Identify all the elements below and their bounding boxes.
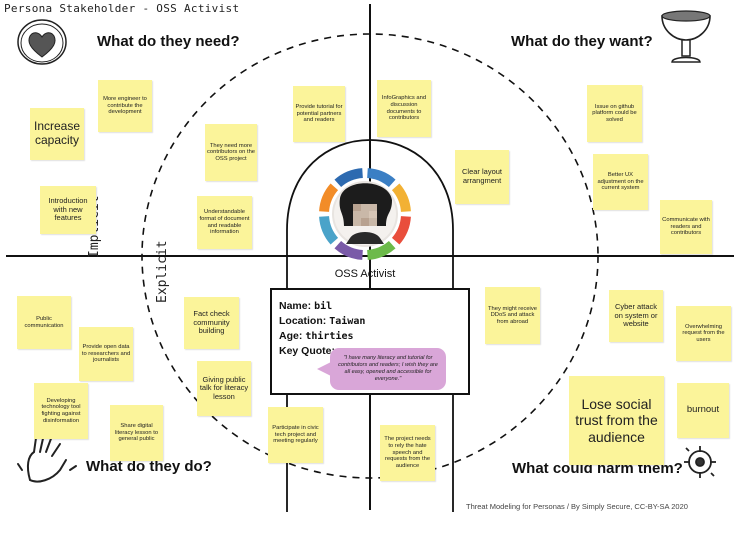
quadrant-title-need: What do they need? [97, 33, 240, 50]
hand-icon [17, 433, 77, 483]
explicit-arch [286, 139, 454, 512]
sticky-note: They need more contributors on the OSS p… [205, 124, 257, 181]
sticky-note: Communicate with readers and contributor… [660, 200, 712, 254]
sticky-note: Fact check community building [184, 297, 239, 349]
ring-segment [334, 168, 363, 188]
quadrant-title-want: What do they want? [511, 33, 653, 50]
sticky-note: InfoGraphics and discussion documents to… [377, 80, 431, 137]
name-label: Name: [279, 300, 312, 312]
persona-role: OSS Activist [334, 268, 396, 280]
page-title: Persona Stakeholder - OSS Activist [4, 2, 240, 15]
sticky-note: Participate in civic tech project and me… [268, 407, 323, 463]
quote-bubble-tail [317, 362, 331, 376]
quote-row: Key Quote: [279, 345, 335, 357]
trophy-icon [661, 10, 711, 63]
sticky-note: Clear layout arrangment [455, 150, 509, 204]
location-row: Location:Taiwan [279, 315, 365, 327]
axis-label-explicit: Explicit [155, 240, 170, 303]
quote-bubble: "I have many literacy and tutorial for c… [330, 348, 446, 390]
ring-segment [319, 183, 339, 212]
avatar-ring [319, 168, 411, 260]
sticky-note: Developing technology tool fighting agai… [34, 383, 88, 439]
sticky-note: Overwhelming request from the users [676, 306, 731, 361]
ring-segment [391, 183, 411, 212]
ring-segment [391, 216, 411, 245]
ring-segment [319, 216, 339, 245]
location-value: Taiwan [329, 316, 366, 327]
avatar [332, 181, 398, 247]
sticky-note: Provide open data to researchers and jou… [79, 327, 133, 381]
sticky-note: Share digital literacy lesson to general… [110, 405, 163, 461]
name-value: bil [314, 301, 333, 312]
quadrant-title-do: What do they do? [86, 458, 212, 475]
age-value: thirties [305, 331, 354, 342]
location-label: Location: [279, 315, 327, 327]
sticky-note: The project needs to rely the hate speec… [380, 425, 435, 481]
sticky-note: Cyber attack on system or website [609, 290, 663, 342]
ring-segment [334, 240, 363, 260]
sticky-note: burnout [677, 383, 729, 438]
sticky-note: Understandable format of document and re… [197, 196, 252, 249]
credit-line: Threat Modeling for Personas / By Simply… [466, 502, 688, 511]
sticky-note: They might receive DDoS and attack from … [485, 287, 540, 344]
ring-segment [367, 240, 396, 260]
quote-label: Key Quote: [279, 345, 336, 357]
target-icon [684, 446, 716, 478]
age-label: Age: [279, 330, 303, 342]
age-row: Age:thirties [279, 330, 354, 342]
sticky-note: Lose social trust from the audience [569, 376, 664, 465]
implicit-circle [141, 33, 599, 479]
sticky-note: Public communication [17, 296, 71, 349]
sticky-note: Introduction with new features [40, 186, 96, 234]
heart-icon [17, 19, 67, 65]
sticky-note: More engineer to contribute the developm… [98, 80, 152, 132]
sticky-note: Issue on github platform could be solved [587, 85, 642, 142]
sticky-note: Provide tutorial for potential partners … [293, 86, 345, 142]
sticky-note: Better UX adjustment on the current syst… [593, 154, 648, 210]
sticky-note: Giving public talk for literacy lesson [197, 361, 251, 416]
sticky-note: Increase capacity [30, 108, 84, 160]
name-row: Name:bil [279, 300, 332, 312]
ring-segment [367, 168, 396, 188]
